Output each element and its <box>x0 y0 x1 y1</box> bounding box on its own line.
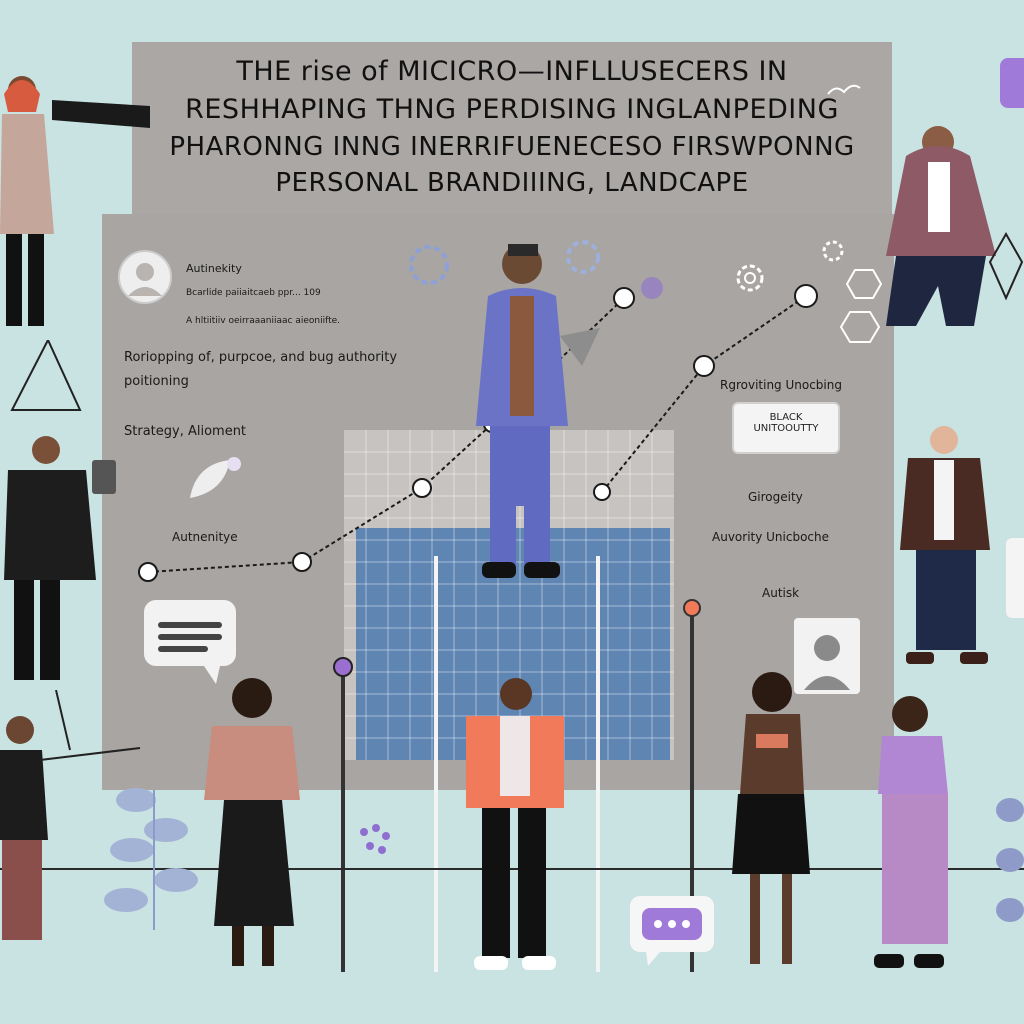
leaf-icon <box>104 788 198 930</box>
gear-icon <box>822 240 844 262</box>
central-figure <box>476 244 600 578</box>
pole <box>690 612 694 972</box>
title-line-1: THE rise of MICICRO—INFLLUSECERS IN <box>236 56 788 87</box>
prism-icon <box>10 340 82 411</box>
person-with-telescope <box>0 76 150 326</box>
pole <box>596 556 600 972</box>
panel-subtext-2: A hltiitiiv oeirraaaniiaac aieoniifte. <box>186 316 341 326</box>
badge-line-1: BLACK <box>769 412 803 423</box>
person-with-phone <box>4 340 116 680</box>
hexagon-icon <box>846 269 882 299</box>
flower-icon <box>360 824 390 854</box>
label-authority: Auvority Unicboche <box>712 530 830 544</box>
trend-point <box>138 562 158 582</box>
card-edge <box>1006 538 1024 618</box>
ground-line <box>0 868 1024 870</box>
person-archer <box>0 690 141 940</box>
gear-icon <box>736 264 764 292</box>
label-positioning: poitioning <box>124 374 189 389</box>
trend-point <box>593 483 611 501</box>
label-strategy: Strategy, Alioment <box>124 424 247 439</box>
title-banner: THE rise of MICICRO—INFLLUSECERS IN RESH… <box>132 42 892 214</box>
pole <box>341 668 345 972</box>
person-coral-jacket <box>466 678 564 970</box>
telescope-icon <box>52 100 150 128</box>
panel-subtext-1: Bcarlide paiiaitcaeb ppr... 109 <box>186 288 321 298</box>
title-line-3: PHARONNG INNG INERRIFUENECESO FIRSWPONNG <box>169 132 855 162</box>
pole <box>434 556 438 972</box>
trend-point <box>794 284 818 308</box>
portrait-icon <box>794 618 860 694</box>
pole-cap <box>683 599 701 617</box>
trend-point <box>412 478 432 498</box>
trend-point <box>613 287 635 309</box>
status-badge: BLACK UNITOOUTTY <box>732 402 840 454</box>
person-black-dress <box>732 672 810 964</box>
user-icon <box>128 263 162 296</box>
label-longevity: Girogeity <box>748 490 803 504</box>
panel-heading: Autinekity <box>186 262 242 275</box>
phone-icon <box>92 460 116 494</box>
chat-bubble-icon <box>1000 58 1024 108</box>
person-purple-outfit <box>874 696 948 968</box>
label-repositioning: Roriopping of, purpcoe, and bug authorit… <box>124 350 398 365</box>
avatar <box>118 250 172 304</box>
bird-icon <box>827 84 861 95</box>
person-woman-skirt <box>204 678 300 966</box>
label-autisk: Autisk <box>762 586 800 600</box>
label-authenticity: Autnenitye <box>172 530 238 544</box>
trend-point <box>292 552 312 572</box>
label-growth: Rgroviting Unocbing <box>720 378 842 392</box>
leaf-icon <box>996 798 1024 922</box>
chat-bubble-icon <box>144 600 236 684</box>
gear-icon <box>409 245 449 285</box>
title-line-4: PERSONAL BRANDIIING, LANDCAPE <box>275 168 749 198</box>
diamond-icon <box>988 232 1024 301</box>
pole-cap <box>333 657 353 677</box>
gear-icon <box>641 277 663 299</box>
chat-bubble-icon <box>630 896 714 966</box>
gear-icon <box>566 240 600 274</box>
leaf-icon <box>190 457 241 498</box>
badge-line-2: UNITOOUTTY <box>753 423 819 434</box>
person-standing-right <box>900 426 990 664</box>
person-hoodie <box>886 126 996 326</box>
hexagon-icon <box>840 311 880 343</box>
title-line-2: RESHHAPING THNG PERDISING INGLANPEDING <box>185 94 839 125</box>
trend-point <box>693 355 715 377</box>
